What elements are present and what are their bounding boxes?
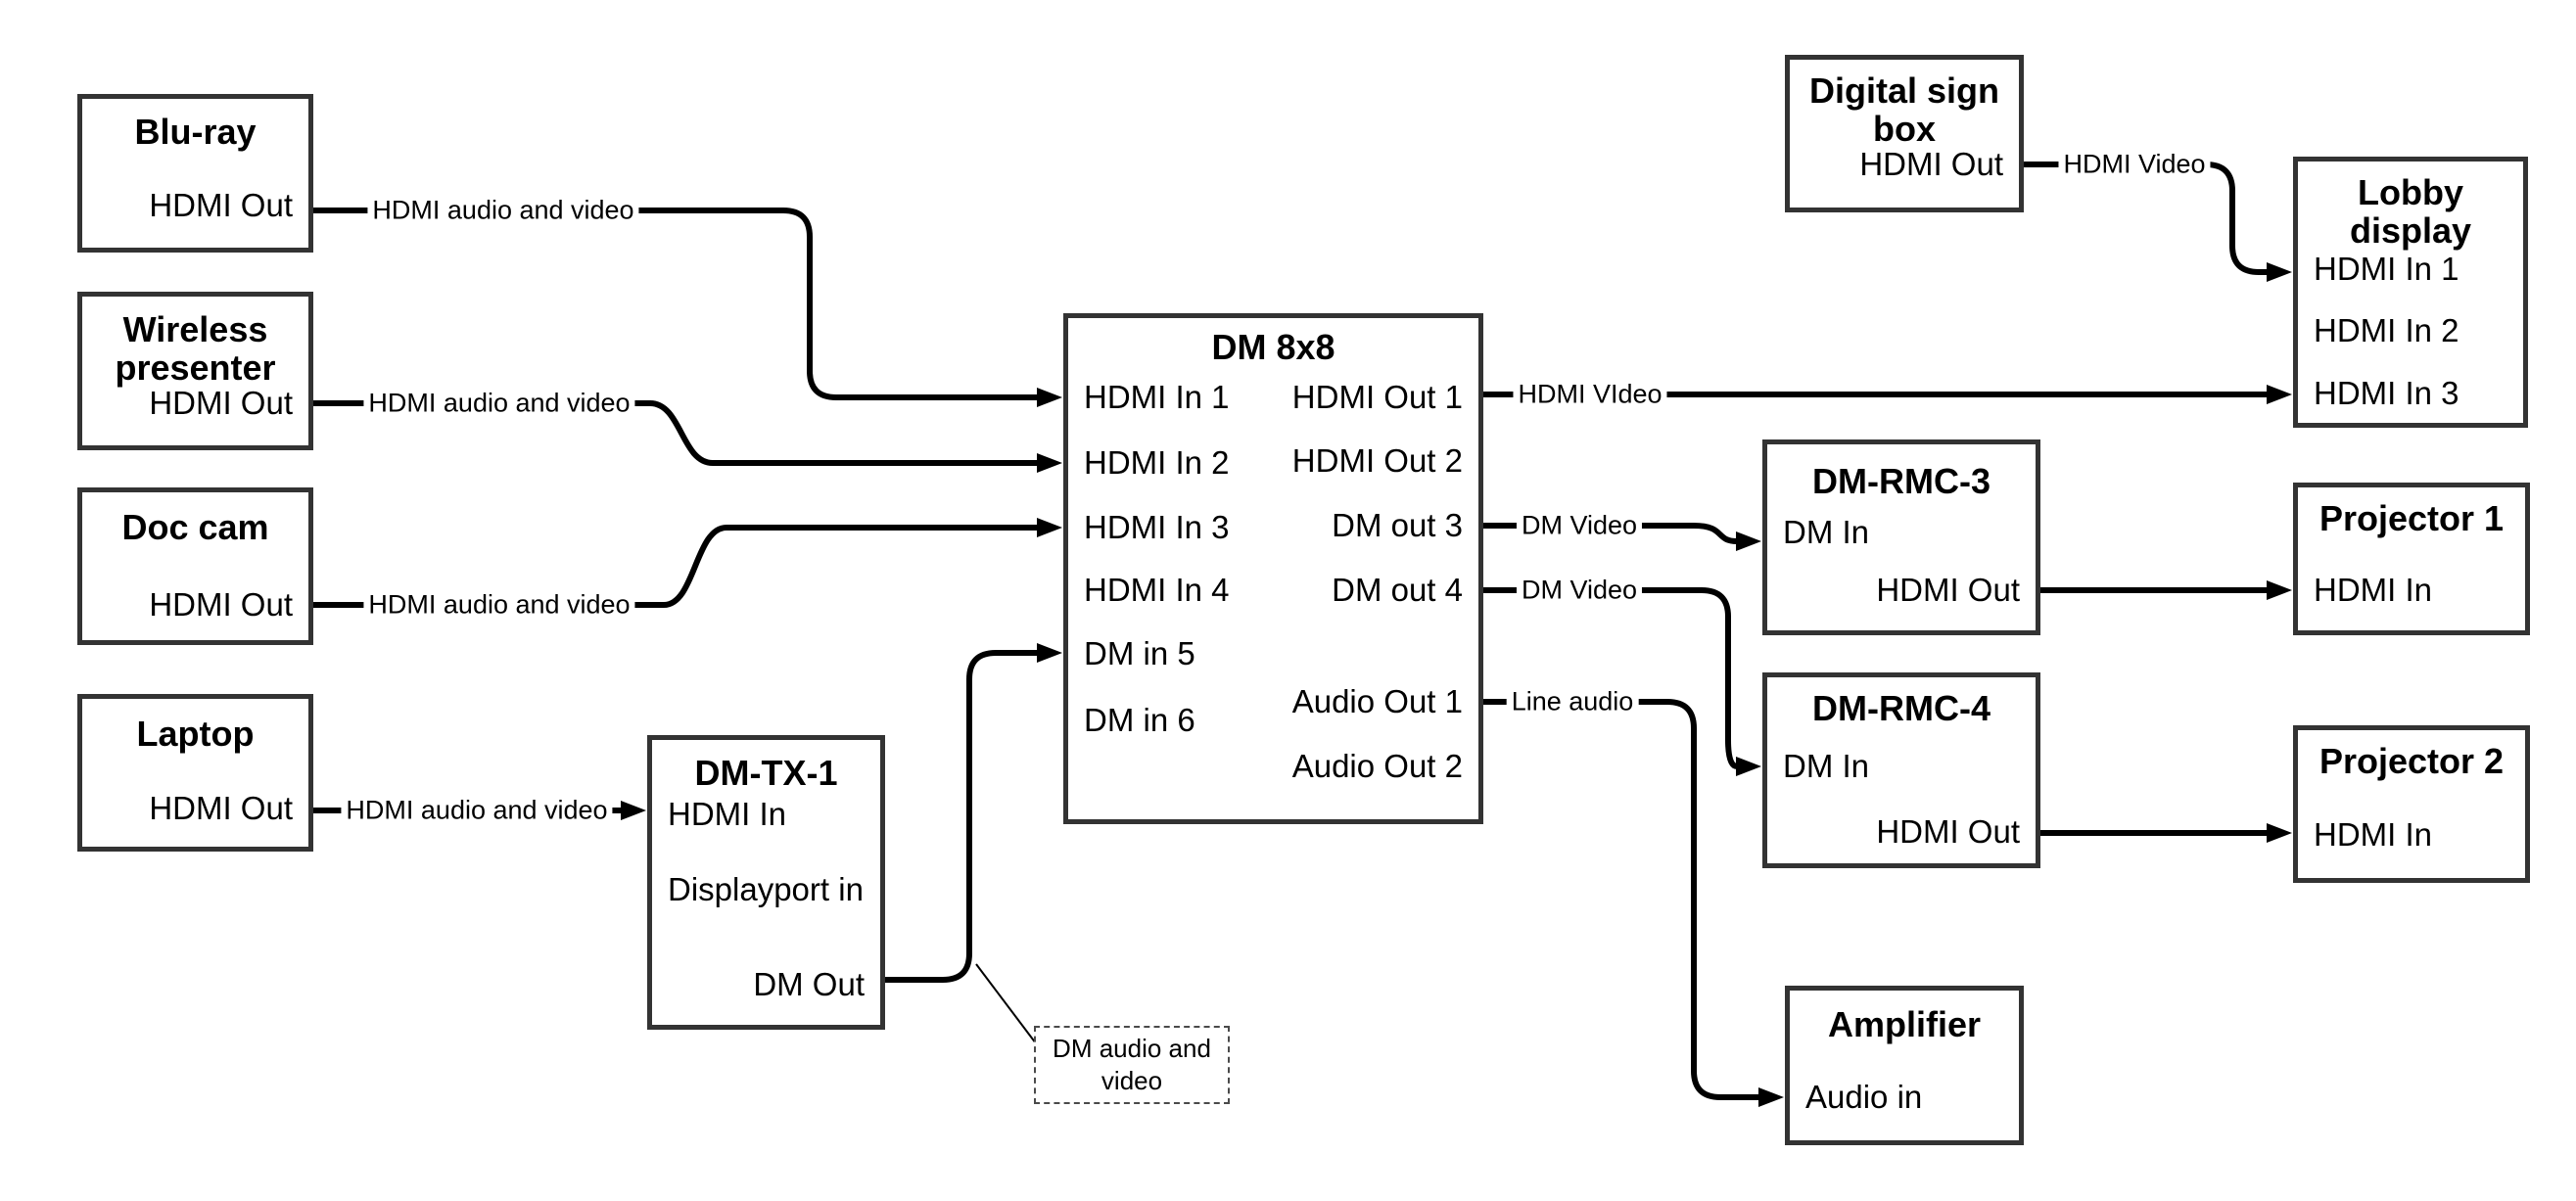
node-wireless-presenter: Wireless presenter HDMI Out [77,292,313,450]
port-dmtx1-hdmi-in: HDMI In [668,796,787,832]
title-line: Lobby [2358,172,2463,212]
node-digital-sign-box-title: Digital sign box [1790,71,2019,148]
connection-label-doccam: HDMI audio and video [363,589,635,621]
node-dm-8x8-title: DM 8x8 [1211,327,1335,367]
port-dm8x8-hdmi-out-1: HDMI Out 1 [1291,379,1463,415]
port-dm8x8-hdmi-in-2: HDMI In 2 [1084,444,1230,481]
node-amplifier-title: Amplifier [1827,1004,1982,1044]
port-dm8x8-audio-out-1: Audio Out 1 [1291,683,1463,719]
node-dm-rmc-4-title: DM-RMC-4 [1812,688,1991,728]
node-dm-rmc-3-title: DM-RMC-3 [1812,461,1991,501]
node-digital-sign-box: Digital sign box HDMI Out [1785,55,2024,212]
node-lobby-display: Lobby display HDMI In 1 HDMI In 2 HDMI I… [2293,157,2528,428]
title-line: presenter [115,347,276,388]
connector-digisign-to-lobby-in1 [2200,162,2292,282]
node-projector-2: Projector 2 HDMI In [2293,725,2530,883]
connection-label-line-audio: Line audio [1506,686,1639,717]
connector-dm8x8-out3-to-rmc3 [1635,523,1761,551]
port-bluray-hdmi-out: HDMI Out [149,187,293,223]
title-line: box [1872,109,1936,149]
port-amp-audio-in: Audio in [1805,1079,1923,1115]
node-laptop: Laptop HDMI Out [77,694,313,852]
port-rmc3-hdmi-out: HDMI Out [1876,572,2020,608]
node-wireless-presenter-title: Wireless presenter [82,310,308,387]
callout-leader-line [975,963,1037,1044]
node-dm-tx-1: DM-TX-1 HDMI In Displayport in DM Out [647,735,885,1030]
port-wireless-hdmi-out: HDMI Out [149,385,293,421]
port-dm8x8-dm-in-5: DM in 5 [1084,635,1195,671]
port-dmtx1-displayport-in: Displayport in [668,871,864,907]
connector-wireless-to-dm8x8-in2 [611,400,1062,473]
callout-dm-audio-video: DM audio and video [1034,1026,1230,1104]
connection-label-bluray: HDMI audio and video [367,195,639,226]
node-projector-1: Projector 1 HDMI In [2293,483,2530,635]
node-dm-rmc-3: DM-RMC-3 DM In HDMI Out [1762,439,2040,635]
node-projector-1-title: Projector 1 [2318,498,2505,538]
title-line: Wireless [122,309,268,349]
port-rmc4-hdmi-out: HDMI Out [1876,813,2020,850]
node-bluray: Blu-ray HDMI Out [77,94,313,253]
port-dm8x8-hdmi-in-4: HDMI In 4 [1084,572,1230,608]
connection-label-wireless: HDMI audio and video [363,388,635,419]
connection-label-hdmi-video-sign: HDMI Video [2058,149,2211,180]
title-line: display [2349,210,2472,251]
port-doccam-hdmi-out: HDMI Out [149,586,293,623]
node-laptop-title: Laptop [136,714,255,754]
callout-line: DM audio and [1053,1034,1211,1063]
node-bluray-title: Blu-ray [134,112,257,152]
port-dm8x8-dm-in-6: DM in 6 [1084,702,1195,738]
port-rmc3-dm-in: DM In [1783,514,1870,550]
connector-doccam-to-dm8x8-in3 [611,518,1062,608]
port-dm8x8-hdmi-in-1: HDMI In 1 [1084,379,1230,415]
port-digisign-hdmi-out: HDMI Out [1859,146,2003,182]
node-doc-cam: Doc cam HDMI Out [77,487,313,645]
port-dm8x8-dm-out-3: DM out 3 [1332,507,1463,543]
connection-label-hdmi-video-main: HDMI VIdeo [1513,379,1667,410]
connection-label-dm-video-3: DM Video [1516,510,1643,541]
port-dm8x8-dm-out-4: DM out 4 [1332,572,1463,608]
port-proj1-hdmi-in: HDMI In [2314,572,2433,608]
node-dm-rmc-4: DM-RMC-4 DM In HDMI Out [1762,672,2040,868]
node-projector-2-title: Projector 2 [2318,741,2505,781]
port-proj2-hdmi-in: HDMI In [2314,816,2433,853]
port-lobby-hdmi-in-3: HDMI In 3 [2314,375,2459,411]
node-dm-tx-1-title: DM-TX-1 [694,753,838,793]
connection-label-laptop: HDMI audio and video [341,795,613,826]
port-lobby-hdmi-in-1: HDMI In 1 [2314,251,2459,287]
title-line: Digital sign [1808,70,1999,111]
port-dm8x8-hdmi-in-3: HDMI In 3 [1084,509,1230,545]
connection-label-dm-video-4: DM Video [1516,575,1643,606]
port-rmc4-dm-in: DM In [1783,748,1870,784]
port-laptop-hdmi-out: HDMI Out [149,790,293,826]
port-dm8x8-hdmi-out-2: HDMI Out 2 [1291,442,1463,479]
node-dm-8x8: DM 8x8 HDMI In 1 HDMI In 2 HDMI In 3 HDM… [1063,313,1483,824]
node-doc-cam-title: Doc cam [121,507,269,547]
connector-dm8x8-out4-to-rmc4 [1635,587,1761,776]
node-amplifier: Amplifier Audio in [1785,986,2024,1145]
callout-line: video [1101,1066,1163,1095]
connector-bluray-to-dm8x8-in1 [619,208,1062,407]
port-dmtx1-dm-out: DM Out [753,966,865,1002]
port-lobby-hdmi-in-2: HDMI In 2 [2314,312,2459,348]
connector-dm8x8-audio1-to-amp [1622,699,1784,1107]
port-dm8x8-audio-out-2: Audio Out 2 [1291,748,1463,784]
node-lobby-display-title: Lobby display [2298,173,2523,250]
connector-dmtx1-to-dm8x8-in5 [885,643,1062,983]
